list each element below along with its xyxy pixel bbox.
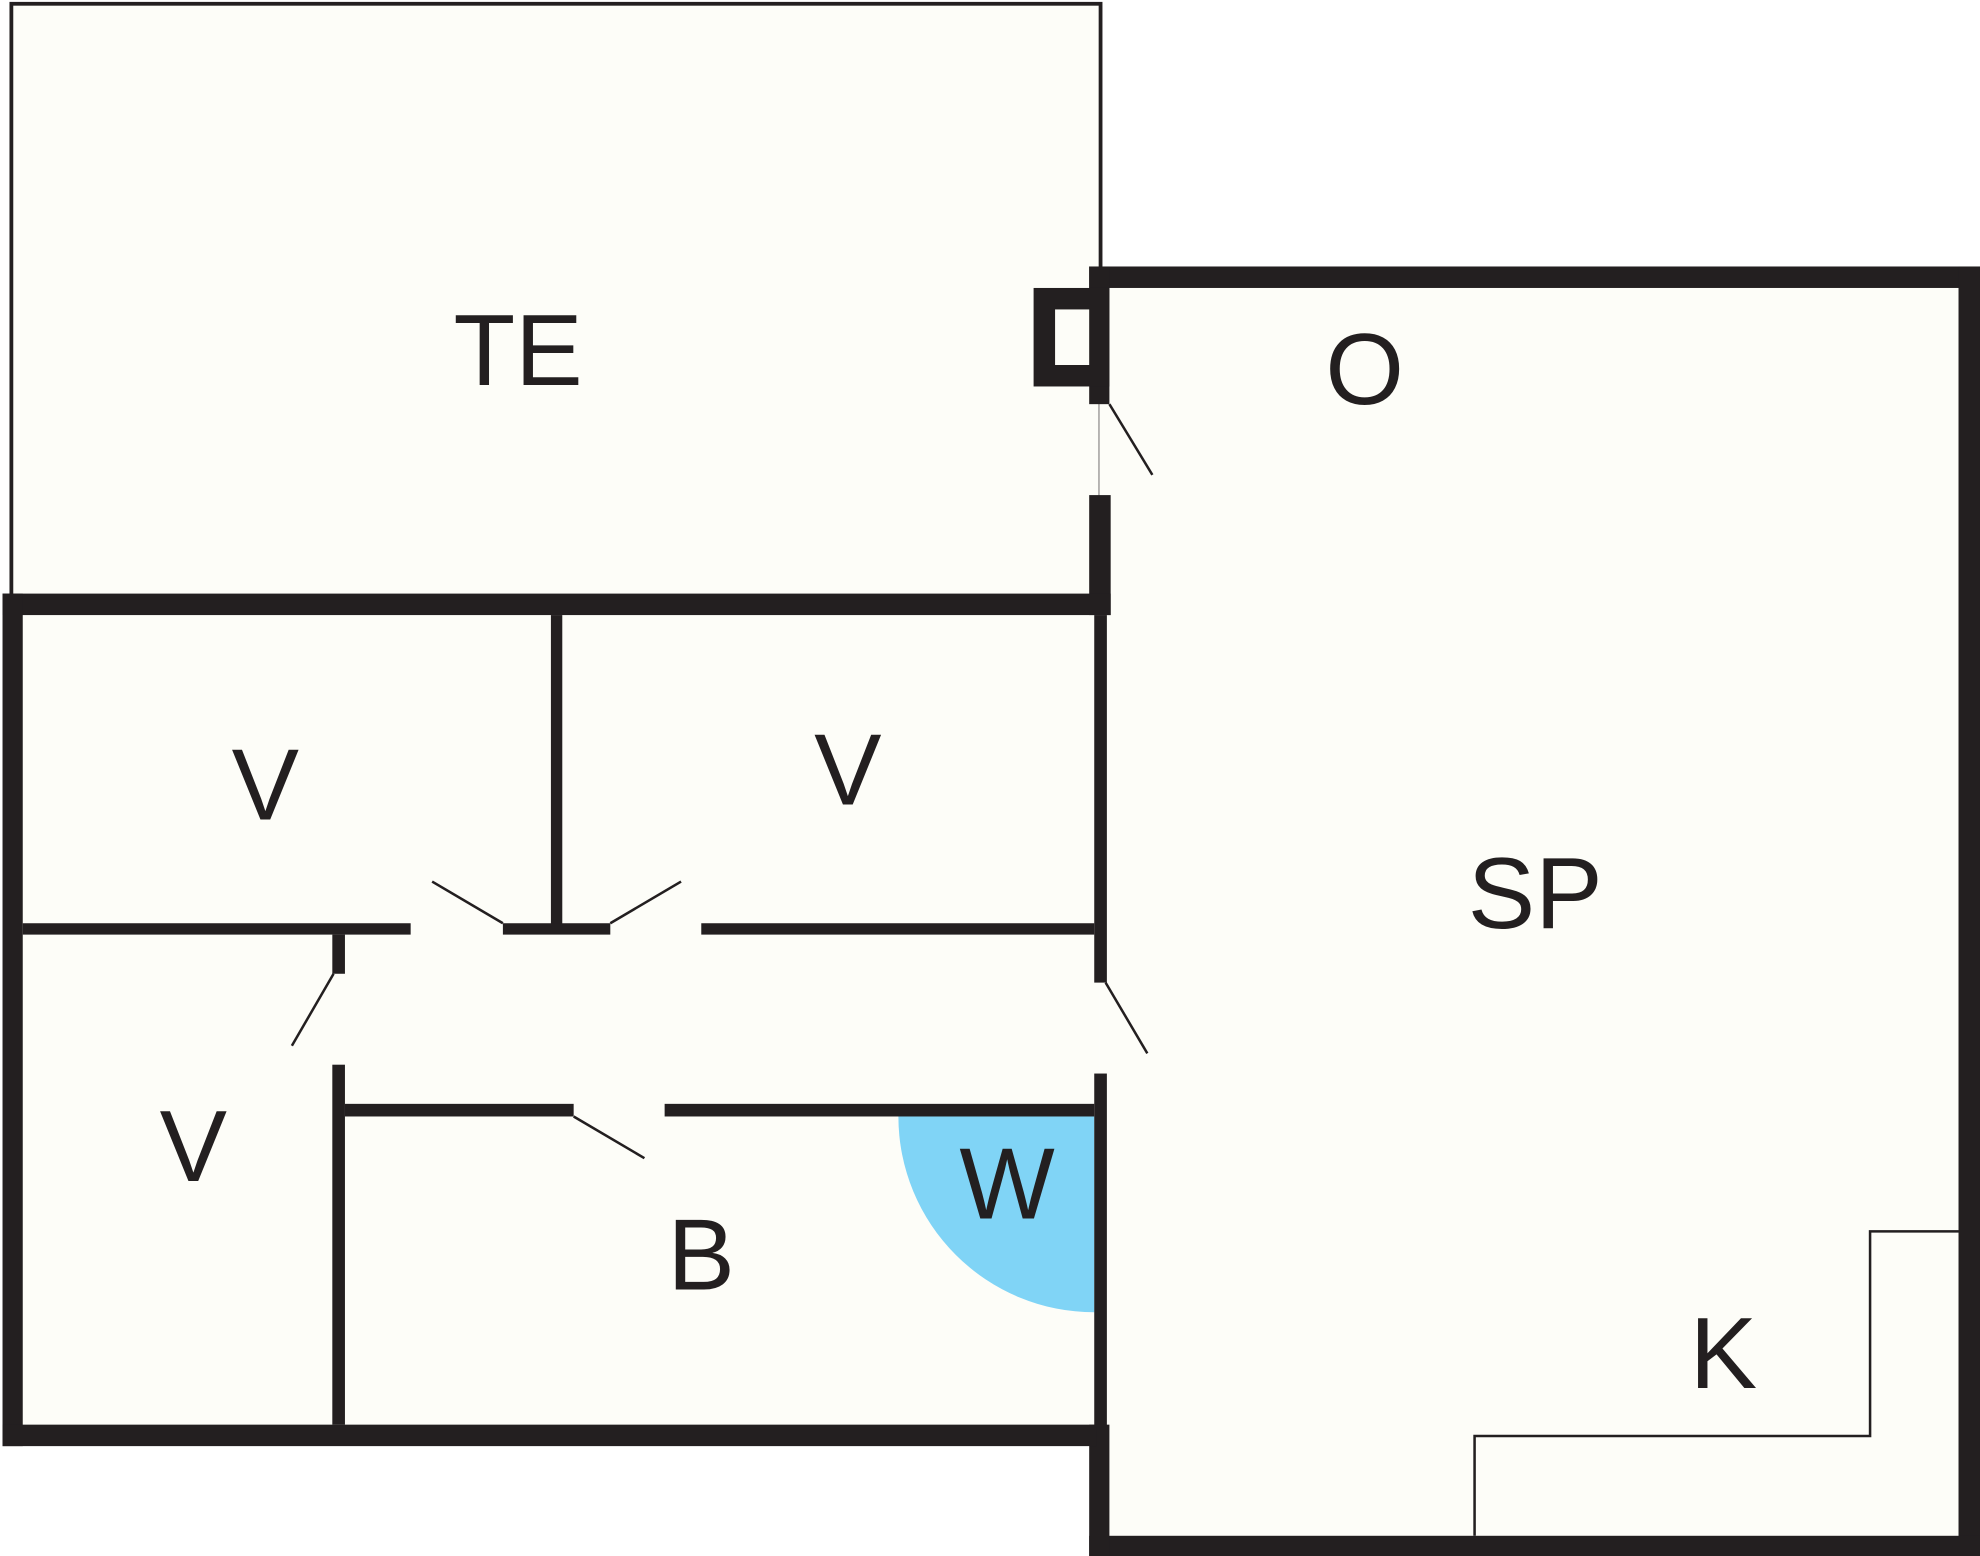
- wall: [22, 923, 411, 935]
- door-swing: [1108, 403, 1154, 476]
- wall: [701, 923, 1095, 935]
- column-hole: [1055, 309, 1090, 366]
- door-swing: [431, 880, 504, 925]
- door-swing: [1104, 981, 1149, 1054]
- room-label-b: B: [668, 1199, 735, 1311]
- door-swing: [290, 973, 335, 1047]
- wall: [1089, 266, 1980, 288]
- room-label-v: V: [814, 714, 881, 826]
- wall: [1089, 495, 1111, 616]
- room-label-sp: SP: [1468, 838, 1603, 950]
- room-label-v: V: [232, 730, 299, 842]
- room-label-w: W: [959, 1129, 1055, 1241]
- shower-area: [898, 1116, 1095, 1313]
- living-floor: [1099, 277, 1972, 1546]
- wall: [2, 593, 1111, 616]
- wall: [2, 1424, 1097, 1447]
- wall: [344, 1103, 574, 1117]
- kitchen-counter: [1473, 1230, 1959, 1536]
- wall: [1958, 266, 1980, 1556]
- wall: [1089, 1535, 1980, 1556]
- room-label-o: O: [1325, 314, 1404, 426]
- wall: [1094, 615, 1107, 983]
- wall: [502, 923, 611, 935]
- wall: [1089, 1424, 1110, 1556]
- door-swing: [609, 880, 682, 925]
- room-label-v: V: [160, 1091, 227, 1203]
- room-label-te: TE: [453, 295, 582, 407]
- wall: [664, 1103, 1095, 1117]
- wall: [332, 1064, 345, 1425]
- wall: [2, 593, 23, 1447]
- wall: [1094, 1073, 1107, 1428]
- door-swing: [573, 1115, 646, 1160]
- terrace-area: [9, 1, 1103, 600]
- room-label-k: K: [1690, 1298, 1757, 1410]
- wall: [332, 934, 345, 974]
- wall: [550, 615, 563, 929]
